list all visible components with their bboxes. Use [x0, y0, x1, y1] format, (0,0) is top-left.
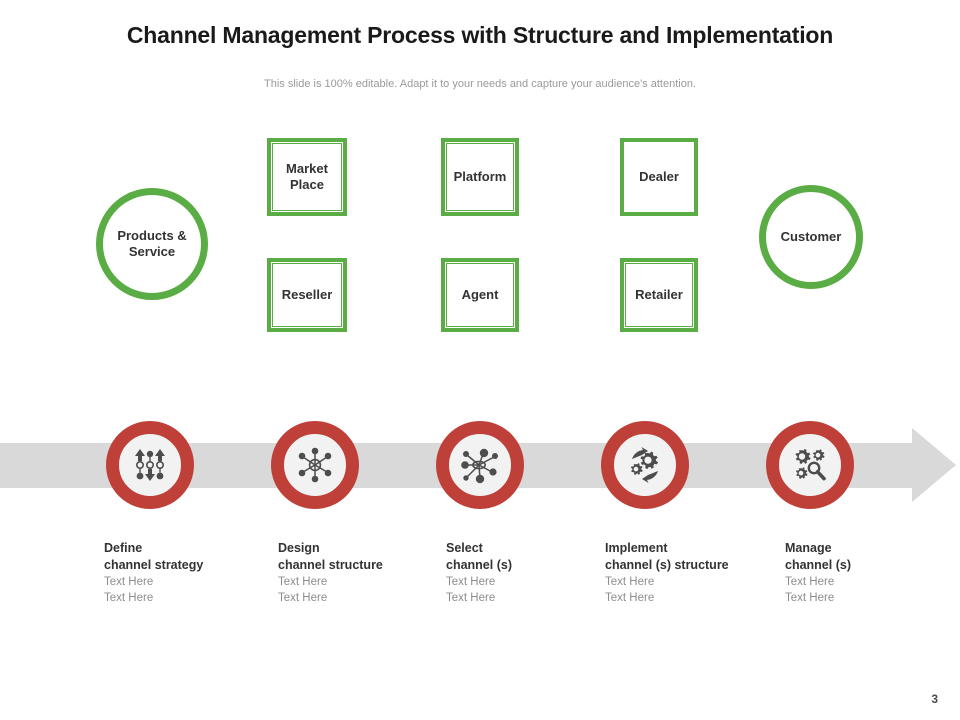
gears-magnifier-icon [788, 443, 832, 487]
channel-node-label: Retailer [635, 286, 683, 302]
caption-head-line1: Design [278, 541, 320, 555]
channel-node-agent[interactable]: Agent [441, 258, 519, 332]
channel-node-label: Market Place [286, 160, 328, 192]
caption-sub-line2: Text Here [785, 592, 835, 605]
page-number: 3 [931, 692, 938, 706]
caption-head-line2: channel (s) structure [605, 557, 729, 572]
channel-node-label: Dealer [639, 168, 679, 184]
destination-node-label: Customer [780, 228, 842, 244]
network-hub-icon [293, 443, 337, 487]
channel-node-label: Platform [453, 168, 507, 184]
caption-sub-line1: Text Here [785, 575, 835, 588]
caption-head-line2: channel structure [278, 557, 383, 572]
caption-sub-line2: Text Here [446, 592, 496, 605]
channel-node-label: Agent [461, 286, 499, 302]
page-subtitle: This slide is 100% editable. Adapt it to… [264, 78, 696, 90]
process-step-2-caption: Design channel structure Text Here Text … [278, 540, 453, 607]
channel-node-market-place[interactable]: Market Place [267, 138, 347, 216]
caption-sub-line2: Text Here [104, 592, 154, 605]
caption-sub-line1: Text Here [605, 575, 655, 588]
caption-head-line1: Implement [605, 541, 668, 555]
page-title: Channel Management Process with Structur… [126, 22, 834, 48]
caption-sub-line2: Text Here [278, 592, 328, 605]
caption-head-line2: channel strategy [104, 557, 204, 572]
process-step-4-ring[interactable] [601, 421, 689, 509]
caption-head-line1: Manage [785, 541, 832, 555]
destination-node-customer[interactable]: Customer [759, 185, 863, 289]
channel-node-reseller[interactable]: Reseller [267, 258, 347, 332]
process-step-2-ring[interactable] [271, 421, 359, 509]
process-step-3-caption: Select channel (s) Text Here Text Here [446, 540, 621, 607]
channel-node-label: Reseller [281, 286, 333, 302]
caption-head-line2: channel (s) [785, 557, 851, 572]
channel-node-retailer[interactable]: Retailer [620, 258, 698, 332]
process-step-5-ring[interactable] [766, 421, 854, 509]
process-step-1-ring[interactable] [106, 421, 194, 509]
caption-sub-line2: Text Here [605, 592, 655, 605]
source-node-label: Products & Service [117, 227, 187, 259]
source-node-products-service[interactable]: Products & Service [96, 188, 208, 300]
channel-node-dealer[interactable]: Dealer [620, 138, 698, 216]
channel-node-platform[interactable]: Platform [441, 138, 519, 216]
process-step-1-caption: Define channel strategy Text Here Text H… [104, 540, 279, 607]
node-cluster-icon [458, 443, 502, 487]
process-arrow-head-icon [912, 428, 956, 502]
caption-head-line2: channel (s) [446, 557, 512, 572]
caption-head-line1: Select [446, 541, 483, 555]
strategy-arrows-icon [128, 443, 172, 487]
caption-sub-line1: Text Here [104, 575, 154, 588]
process-step-5-caption: Manage channel (s) Text Here Text Here [785, 540, 960, 607]
caption-sub-line1: Text Here [278, 575, 328, 588]
caption-sub-line1: Text Here [446, 575, 496, 588]
gears-rotation-icon [623, 443, 667, 487]
caption-head-line1: Define [104, 541, 143, 555]
process-step-3-ring[interactable] [436, 421, 524, 509]
process-step-4-caption: Implement channel (s) structure Text Her… [605, 540, 805, 607]
